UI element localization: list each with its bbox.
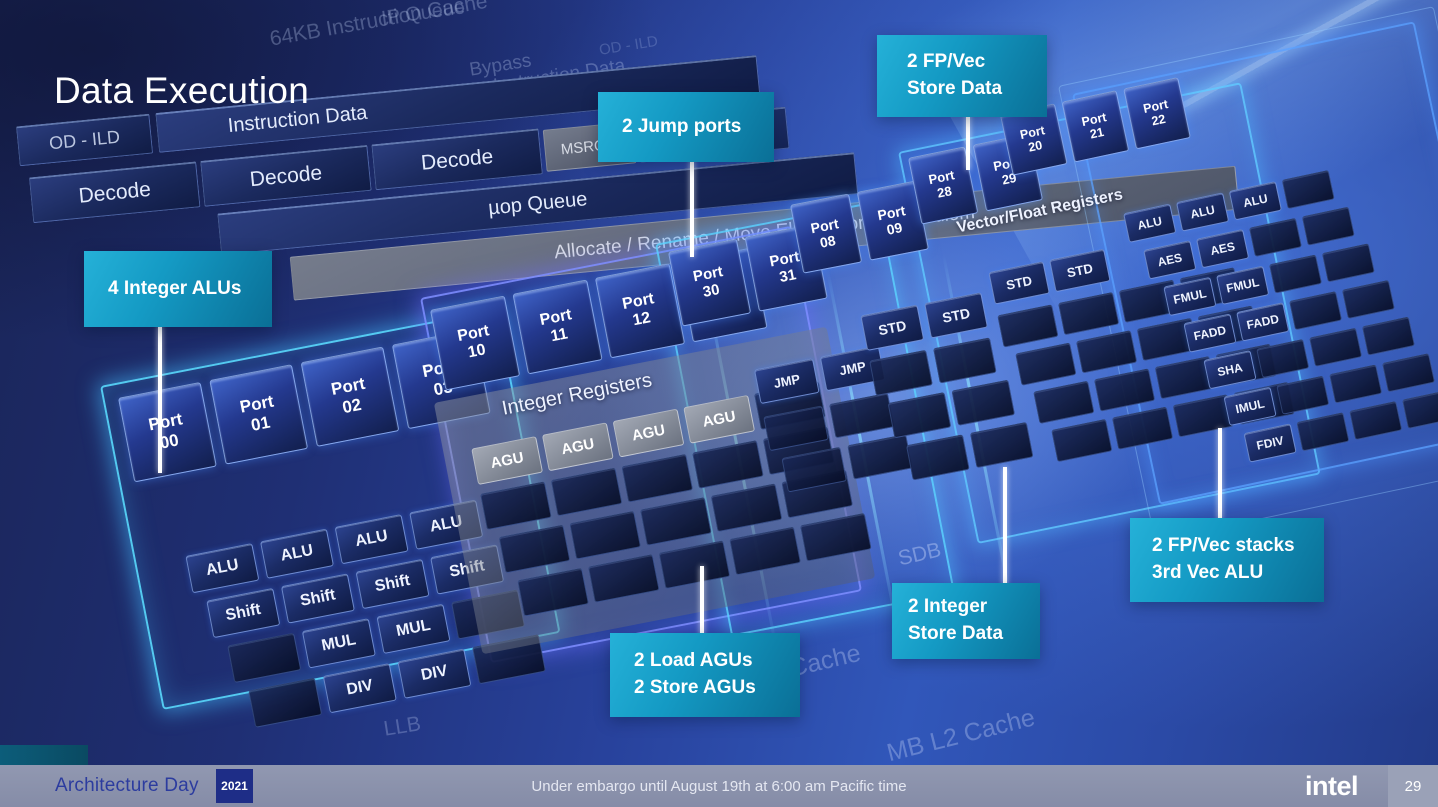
empty-cell [227, 632, 302, 684]
empty-cell [658, 540, 731, 590]
leader-line-int-alus [158, 325, 162, 473]
empty-cell [1361, 316, 1416, 356]
decode-box-1: Decode [28, 161, 201, 224]
empty-cell [248, 677, 323, 728]
leader-line-fpvec-store [966, 114, 970, 170]
empty-cell [799, 512, 872, 562]
page-number: 29 [1388, 765, 1438, 807]
intel-logo: intel [1304, 770, 1359, 801]
callout-text: 3rd Vec ALU [1152, 562, 1264, 583]
callout-jump-ports: 2 Jump ports [598, 92, 774, 162]
callout-text: Store Data [907, 78, 1003, 99]
footer-bar: Architecture Day 2021 Under embargo unti… [0, 765, 1438, 807]
empty-cell [1349, 400, 1403, 441]
empty-cell [1341, 279, 1395, 320]
empty-cell [1401, 389, 1438, 429]
callout-integer-alus: 4 Integer ALUs [84, 251, 272, 327]
unit-cell-fadd: FADD [1183, 313, 1237, 353]
leader-line-int-store [1003, 467, 1007, 585]
empty-cell [1301, 206, 1355, 246]
empty-cell [498, 524, 571, 574]
unit-cell-shift: Shift [355, 558, 430, 610]
callout-text: 2 Store AGUs [634, 677, 756, 698]
callout-integer-store-data: 2 Integer Store Data [892, 583, 1040, 659]
callout-text: 2 Jump ports [622, 115, 742, 137]
empty-cell [1248, 217, 1303, 258]
callout-text: 2 Integer [908, 596, 988, 618]
leader-line-jump [690, 160, 694, 257]
unit-cell-sha: SHA [1203, 350, 1257, 390]
empty-cell [1033, 380, 1095, 425]
empty-cell [1268, 254, 1323, 294]
callout-text: 2 FP/Vec stacks [1152, 535, 1295, 557]
unit-cell-aes: AES [1196, 228, 1250, 269]
callout-fpvec-store-data: 2 FP/Vec Store Data [877, 35, 1047, 117]
empty-cell [1051, 418, 1113, 463]
empty-cell [905, 434, 970, 481]
unit-cell-shift: Shift [206, 587, 281, 639]
unit-cell-div: DIV [397, 648, 472, 699]
empty-cell [1296, 412, 1350, 452]
empty-cell [1111, 406, 1174, 450]
empty-cell [1321, 243, 1375, 283]
empty-cell [781, 446, 847, 493]
decode-box-2: Decode [200, 144, 372, 207]
empty-cell [1075, 330, 1138, 374]
leader-line-load-agus [700, 566, 704, 635]
empty-cell [729, 526, 802, 576]
unit-cell-fadd: FADD [1236, 302, 1290, 342]
unit-cell-mul: MUL [376, 603, 451, 654]
empty-cell [1329, 364, 1383, 404]
empty-cell [569, 510, 642, 560]
unit-cell-fmul: FMUL [1163, 276, 1217, 317]
empty-cell [1015, 342, 1077, 386]
callout-fpvec-stacks: 2 FP/Vec stacks 3rd Vec ALU [1130, 518, 1324, 602]
embargo-text: Under embargo until August 19th at 6:00 … [531, 777, 907, 795]
empty-cell [951, 379, 1016, 426]
empty-cell [1309, 327, 1363, 367]
unit-cell-div: DIV [322, 663, 397, 714]
unit-cell-mul: MUL [301, 618, 376, 669]
unit-cell-shift: Shift [280, 573, 355, 624]
empty-cell [1256, 338, 1310, 379]
leader-line-fpvec-stacks [1218, 428, 1222, 520]
architecture-day-wordmark: Architecture Day [55, 775, 199, 796]
empty-cell [1381, 353, 1436, 393]
empty-cell [639, 497, 712, 546]
unit-cell-imul: IMUL [1223, 386, 1277, 427]
callout-text: 4 Integer ALUs [108, 277, 242, 299]
unit-cell-aes: AES [1143, 240, 1197, 280]
empty-cell [587, 553, 660, 603]
callout-text: Store Data [908, 623, 1004, 644]
callout-text: 2 FP/Vec [907, 51, 986, 73]
empty-cell [1093, 368, 1156, 412]
teal-corner-strip [0, 745, 88, 765]
page-title: Data Execution [54, 70, 310, 111]
unit-cell-fdiv: FDIV [1243, 423, 1297, 463]
unit-cell-fmul: FMUL [1216, 265, 1270, 305]
empty-cell [1276, 375, 1330, 415]
callout-text: 2 Load AGUs [634, 650, 753, 672]
decode-box-3: Decode [371, 128, 543, 191]
year-badge: 2021 [216, 769, 253, 803]
empty-cell [517, 567, 590, 617]
empty-cell [1288, 291, 1343, 331]
empty-cell [887, 391, 952, 439]
callout-load-store-agus: 2 Load AGUs 2 Store AGUs [610, 633, 800, 717]
empty-cell [710, 483, 783, 533]
